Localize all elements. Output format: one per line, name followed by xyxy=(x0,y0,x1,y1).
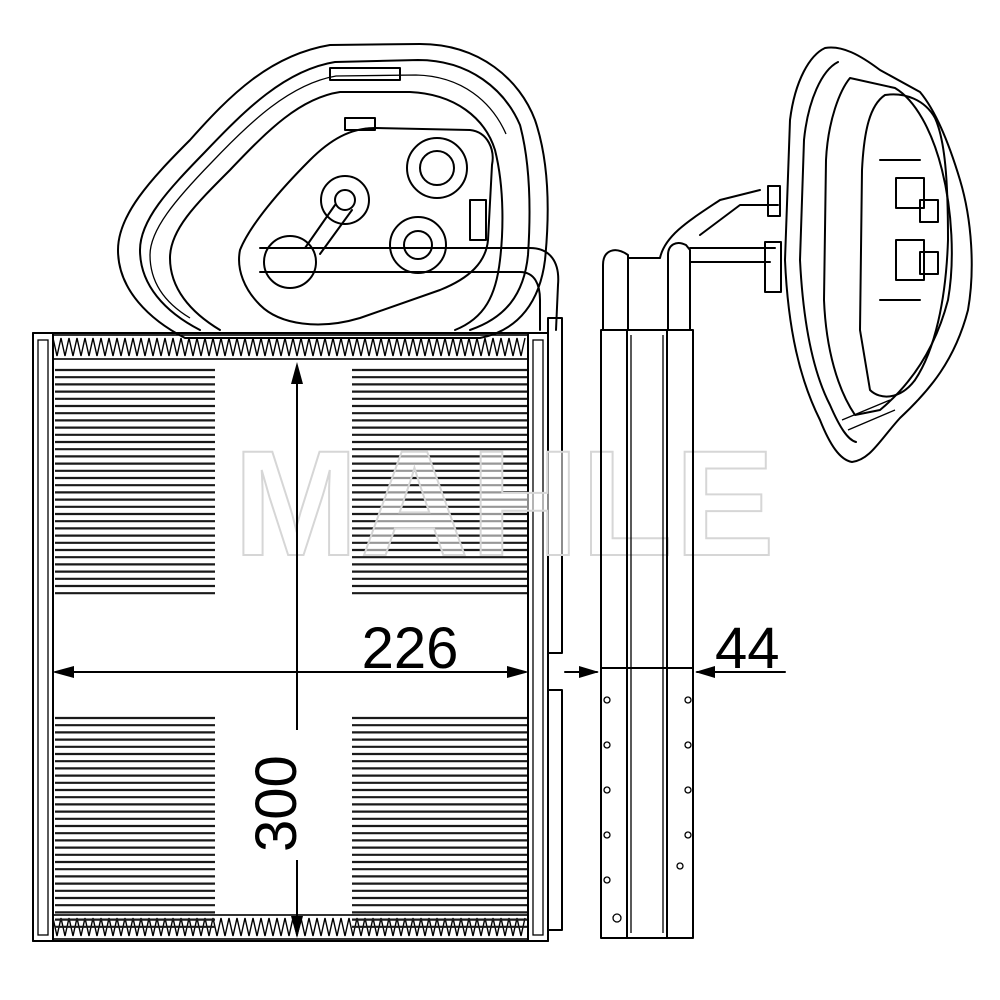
valve-housing xyxy=(117,43,560,339)
side-view xyxy=(600,185,782,939)
width-dimension-label: 226 xyxy=(362,616,459,681)
core-fins xyxy=(55,368,527,928)
dimension-height: 300 xyxy=(240,362,309,938)
dimension-depth: 44 xyxy=(564,616,786,681)
depth-dimension-label: 44 xyxy=(715,616,780,681)
side-view-dots xyxy=(603,696,692,923)
bottom-header-tank xyxy=(52,914,529,940)
watermark-logo: MAHLE xyxy=(233,419,776,587)
side-housing xyxy=(784,46,973,463)
height-dimension-label: 300 xyxy=(244,755,309,852)
dimension-width: 226 xyxy=(52,616,529,681)
evaporator-core xyxy=(32,317,563,942)
top-header-tank xyxy=(52,334,529,360)
